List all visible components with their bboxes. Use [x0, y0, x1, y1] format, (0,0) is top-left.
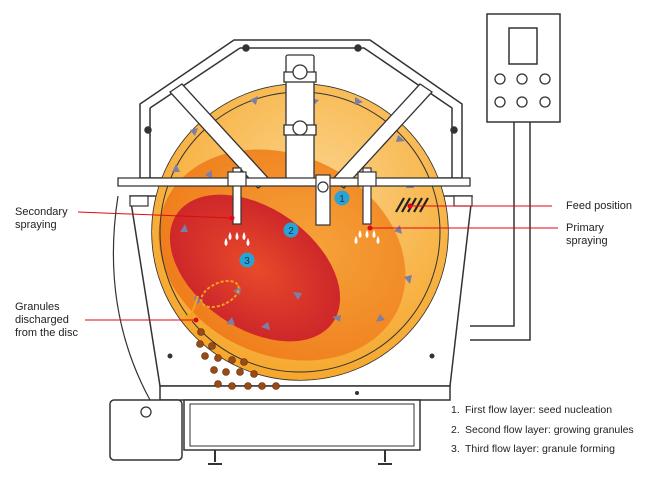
svg-text:2: 2: [288, 226, 294, 237]
flow-arrows: [172, 96, 414, 330]
svg-text:3: 3: [244, 256, 250, 267]
control-button: [516, 73, 528, 85]
scraper-frame: [117, 54, 471, 189]
control-button: [539, 73, 551, 85]
control-button: [494, 73, 506, 85]
control-button: [494, 96, 506, 108]
secondary-spraying-label: Secondary spraying: [15, 206, 68, 231]
discharged-granules: [196, 328, 280, 390]
feed-position-label: Feed position: [566, 200, 633, 212]
discharge-rotation: [184, 279, 240, 324]
control-arm: [470, 122, 531, 341]
control-panel: [470, 13, 561, 341]
flow-marker-2: 2: [283, 222, 299, 238]
spray-nozzles: [224, 167, 380, 246]
flow-layer-legend: 1.First flow layer: seed nucleation 2.Se…: [451, 404, 634, 463]
legend-item-3: 3.Third flow layer: granule forming: [451, 443, 615, 455]
control-button: [539, 96, 551, 108]
leader-lines: [77, 203, 558, 323]
flow-marker-1: 1: [334, 190, 350, 206]
control-button: [516, 96, 528, 108]
control-screen: [508, 27, 538, 65]
primary-spraying-label: Primary spraying: [566, 222, 608, 247]
flow-marker-3: 3: [239, 252, 255, 268]
svg-text:1: 1: [339, 194, 345, 205]
motor-box: [109, 195, 183, 461]
legend-item-2: 2.Second flow layer: growing granules: [451, 423, 634, 436]
legend-item-1: 1.First flow layer: seed nucleation: [451, 404, 613, 416]
granules-discharged-label: Granules discharged from the disc: [15, 301, 78, 339]
